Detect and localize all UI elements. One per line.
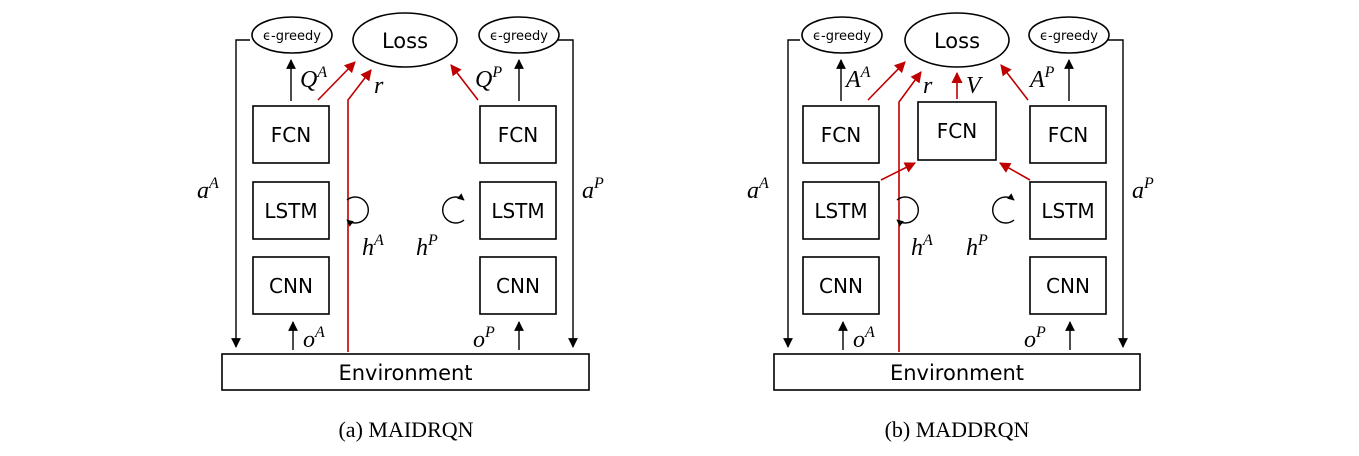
agent-advantage-to-loss-arrow — [867, 61, 906, 101]
partner-greedy-label: ϵ-greedy — [490, 29, 548, 44]
loss-ellipse — [352, 12, 458, 68]
partner-greedy-ellipse — [1028, 16, 1110, 54]
partner-action-label: aP — [1132, 175, 1154, 204]
agent-cnn-box — [802, 256, 880, 315]
loss-ellipse — [904, 12, 1010, 68]
agent-observation-label: oA — [853, 324, 875, 353]
reward-to-loss-arrow — [898, 71, 922, 352]
agent-lstm-label: LSTM — [814, 199, 867, 223]
partner-advantage-label: AP — [1028, 64, 1055, 93]
reward-label: r — [374, 73, 384, 99]
partner-lstm-label: LSTM — [491, 199, 544, 223]
partner-cnn-label: CNN — [496, 274, 540, 298]
partner-lstm-box — [479, 181, 557, 240]
loss-label: Loss — [934, 29, 980, 53]
loss-label: Loss — [382, 29, 428, 53]
value-label: V — [966, 73, 983, 99]
partner-q-label: QP — [475, 64, 502, 93]
partner-advantage-to-loss-arrow — [1000, 64, 1029, 101]
caption-maidrqn: (a) MAIDRQN — [338, 417, 473, 442]
partner-fcn-label: FCN — [498, 123, 538, 147]
partner-lstm-box — [1029, 181, 1107, 240]
partner-hidden-label: hP — [416, 232, 438, 261]
agent-cnn-label: CNN — [269, 274, 313, 298]
agent-greedy-label: ϵ-greedy — [263, 29, 321, 44]
agent-fcn-box — [802, 105, 880, 164]
agent-advantage-label: AA — [844, 64, 871, 93]
reward-to-loss-arrow — [347, 69, 372, 352]
agent-action-arrow — [231, 39, 250, 348]
agent-fcn-label: FCN — [271, 123, 311, 147]
agent-action-label: aA — [197, 175, 219, 204]
partner-lstm-label: LSTM — [1041, 199, 1094, 223]
agent-cnn-label: CNN — [819, 274, 863, 298]
shared-value-fcn-box — [917, 101, 997, 161]
panel-maddrqn: ϵ-greedy ϵ-greedy Loss FCN LSTM CNN FCN … — [747, 12, 1154, 442]
agent-lstm-box — [252, 181, 330, 240]
partner-fcn-label: FCN — [1048, 123, 1088, 147]
agent-q-label: QA — [300, 64, 327, 93]
partner-cnn-label: CNN — [1046, 274, 1090, 298]
environment-label: Environment — [338, 361, 472, 385]
partner-action-arrow — [1108, 39, 1128, 348]
partner-recurrence-loop — [991, 193, 1015, 224]
partner-observation-label: oP — [473, 324, 495, 353]
partner-action-arrow — [558, 39, 578, 348]
environment-box — [221, 353, 590, 391]
environment-label: Environment — [890, 361, 1024, 385]
shared-value-fcn-label: FCN — [937, 119, 977, 143]
agent-action-label: aA — [747, 175, 769, 204]
agent-fcn-label: FCN — [821, 123, 861, 147]
agent-hidden-label: hA — [911, 232, 933, 261]
agent-fcn-box — [252, 105, 330, 164]
environment-box — [773, 353, 1141, 391]
partner-recurrence-loop — [441, 193, 465, 224]
partner-fcn-box — [1029, 105, 1107, 164]
partner-greedy-ellipse — [478, 16, 560, 54]
partner-fcn-box — [479, 105, 557, 164]
reward-label: r — [923, 73, 933, 99]
agent-recurrence-loop — [346, 196, 370, 227]
partner-lstm-to-value-arrow — [999, 162, 1031, 181]
partner-greedy-label: ϵ-greedy — [1040, 29, 1098, 44]
agent-hidden-label: hA — [362, 232, 384, 261]
agent-greedy-label: ϵ-greedy — [813, 29, 871, 44]
agent-cnn-box — [252, 256, 330, 315]
agent-q-to-loss-arrow — [317, 61, 356, 101]
partner-hidden-label: hP — [966, 232, 988, 261]
agent-lstm-label: LSTM — [264, 199, 317, 223]
partner-cnn-box — [479, 256, 557, 315]
partner-cnn-box — [1029, 256, 1107, 315]
panel-maidrqn: ϵ-greedy ϵ-greedy Loss FCN LSTM CNN FCN … — [197, 12, 604, 442]
agent-greedy-ellipse — [251, 16, 333, 54]
agent-greedy-ellipse — [801, 16, 883, 54]
caption-maddrqn: (b) MADDRQN — [885, 417, 1030, 442]
agent-lstm-box — [802, 181, 880, 240]
agent-observation-label: oA — [303, 324, 325, 353]
agent-lstm-to-value-arrow — [880, 162, 917, 181]
partner-observation-label: oP — [1024, 324, 1046, 353]
partner-action-label: aP — [582, 175, 604, 204]
agent-action-arrow — [783, 39, 800, 348]
partner-q-to-loss-arrow — [450, 64, 479, 101]
agent-recurrence-loop — [896, 196, 920, 227]
